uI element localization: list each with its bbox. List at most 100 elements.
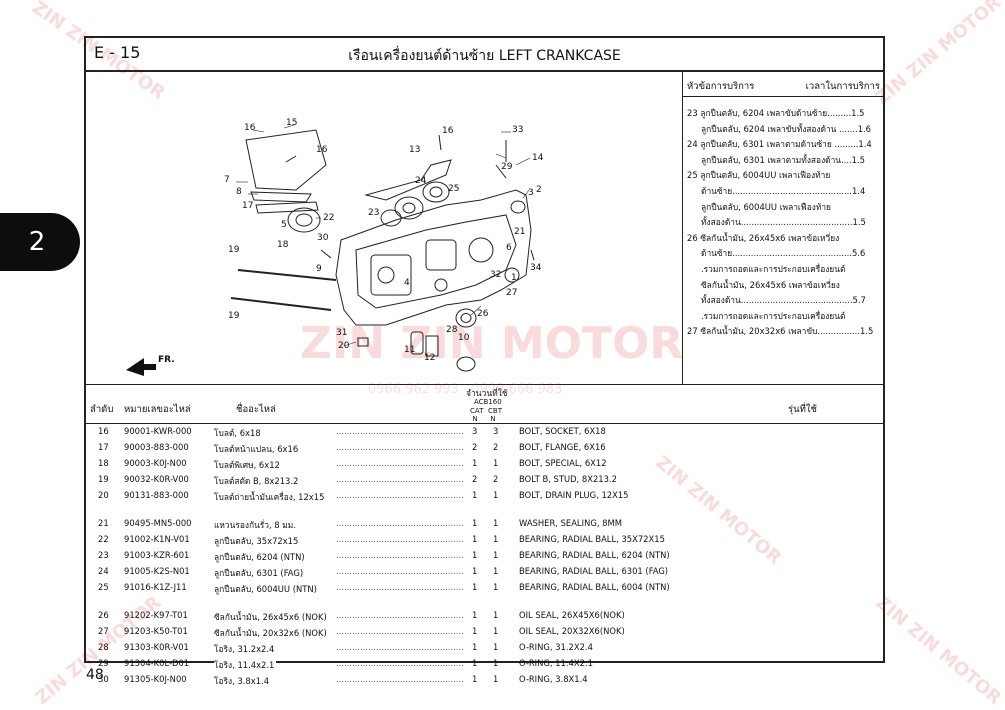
- part-number-index: 30: [98, 674, 109, 684]
- service-line: ทั้งสองด้าน.............................…: [701, 295, 866, 306]
- callout-34: 34: [530, 263, 542, 273]
- part-number: 91303-K0R-V01: [124, 642, 189, 652]
- catalog-frame: E - 15 เรือนเครื่องยนต์ด้านซ้าย LEFT CRA…: [84, 36, 885, 688]
- part-name-thai: ลูกปืนตลับ, 6301 (FAG): [214, 566, 306, 580]
- left-crankcase-body: [335, 189, 532, 326]
- part-number-index: 28: [98, 642, 109, 652]
- cover-strip-2: [255, 201, 319, 214]
- qty-cbt: 1: [493, 534, 499, 544]
- service-header-item: หัวข้อการบริการ: [687, 81, 755, 92]
- dot-leader: ........................................…: [336, 550, 464, 560]
- service-list: 23 ลูกปืนตลับ, 6204 เพลาขับด้านซ้าย.....…: [687, 106, 880, 340]
- part-number: 91005-K2S-N01: [124, 566, 190, 576]
- callout-2: 2: [536, 185, 542, 195]
- qty-cbt: 1: [493, 642, 499, 652]
- callout-13: 13: [409, 145, 420, 155]
- part-number-index: 27: [98, 626, 109, 636]
- part-name-thai: โอริง, 3.8x1.4: [214, 674, 272, 688]
- qty-cbt: 1: [493, 518, 499, 528]
- col-name-th: ชื่ออะไหล่: [236, 404, 276, 415]
- watermark-brand-bottom-right: ZIN ZIN MOTOR: [871, 592, 1005, 709]
- part-name-thai: ซีลกันน้ำมัน, 26x45x6 (NOK): [214, 610, 329, 624]
- service-line: 26 ซีลกันน้ำมัน, 26x45x6 เพลาข้อเหวี่ยง: [687, 232, 840, 243]
- oil-seal-26: [455, 308, 477, 328]
- filter-screen: [410, 331, 424, 355]
- callout-27: 27: [506, 288, 517, 298]
- dot-leader: ........................................…: [336, 566, 464, 576]
- dot-leader: ........................................…: [336, 674, 464, 684]
- part-number: 90032-K0R-V00: [124, 474, 189, 484]
- qty-cbt: 1: [493, 458, 499, 468]
- dot-leader: ........................................…: [336, 658, 464, 668]
- callout-16: 16: [316, 145, 328, 155]
- part-number: 91016-K1Z-J11: [124, 582, 187, 592]
- qty-cat: 1: [472, 642, 478, 652]
- qty-cat: 1: [472, 658, 478, 668]
- part-number-index: 19: [98, 474, 109, 484]
- callout-15: 15: [286, 118, 297, 128]
- qty-cbt: 1: [493, 658, 499, 668]
- callout-26: 26: [477, 309, 489, 319]
- page-number: 48: [86, 667, 104, 683]
- qty-cbt: 1: [493, 674, 499, 684]
- chapter-tab: 2: [0, 213, 80, 271]
- part-name-english: BOLT, FLANGE, 6X16: [519, 442, 606, 452]
- callout-7: 7: [224, 175, 230, 185]
- callout-11: 11: [404, 345, 415, 355]
- service-line: 24 ลูกปืนตลับ, 6301 เพลาตามด้านซ้าย ....…: [687, 139, 872, 150]
- qty-cat: 1: [472, 582, 478, 592]
- qty-cbt: 2: [493, 442, 499, 452]
- qty-cat: 1: [472, 626, 478, 636]
- callout-28: 28: [446, 325, 458, 335]
- dot-leader: ........................................…: [336, 610, 464, 620]
- part-number-index: 23: [98, 550, 109, 560]
- part-number-index: 29: [98, 658, 109, 668]
- qty-cat: 1: [472, 490, 478, 500]
- service-line: .รวมการถอดและการประกอบเครื่องยนต์: [701, 310, 846, 321]
- qty-cbt: 2: [493, 474, 499, 484]
- qty-cat: 1: [472, 550, 478, 560]
- part-number-index: 22: [98, 534, 109, 544]
- col-part-no: หมายเลขอะไหล่: [124, 404, 191, 415]
- callout-8: 8: [236, 187, 242, 197]
- dot-leader: ........................................…: [336, 582, 464, 592]
- part-number: 91305-K0J-N00: [124, 674, 187, 684]
- part-name-english: O-RING, 11.4X2.1: [519, 658, 593, 668]
- part-name-english: BEARING, RADIAL BALL, 6301 (FAG): [519, 566, 669, 576]
- service-line: 25 ลูกปืนตลับ, 6004UU เพลาเฟืองท้าย: [687, 170, 831, 181]
- service-line: ลูกปืนตลับ, 6004UU เพลาเฟืองท้าย: [701, 201, 831, 212]
- part-name-thai: ลูกปืนตลับ, 6004UU (NTN): [214, 582, 319, 596]
- part-number-index: 21: [98, 518, 109, 528]
- cover-strip: [250, 191, 312, 203]
- qty-cat: 1: [472, 458, 478, 468]
- cover-plate: [245, 129, 327, 191]
- callout-18: 18: [277, 240, 289, 250]
- part-number: 91304-K0L-D01: [124, 658, 190, 668]
- bearing-24: [394, 196, 424, 220]
- qty-cat: 1: [472, 566, 478, 576]
- spring: [425, 335, 439, 357]
- callout-3: 3: [528, 188, 534, 198]
- callout-5: 5: [281, 220, 287, 230]
- qty-cbt: 1: [493, 582, 499, 592]
- callout-4: 4: [404, 278, 410, 288]
- service-line: ลูกปืนตลับ, 6204 เพลาขับทั้งสองด้าน ....…: [701, 123, 872, 134]
- part-name-english: BOLT, SOCKET, 6X18: [519, 426, 606, 436]
- qty-cat: 1: [472, 674, 478, 684]
- callout-22: 22: [323, 213, 334, 223]
- dot-leader: ........................................…: [336, 518, 464, 528]
- part-name-english: O-RING, 31.2X2.4: [519, 642, 593, 652]
- callout-20: 20: [338, 341, 350, 351]
- watermark-phone: 0966 962 993 · 0999 666 983: [368, 382, 563, 397]
- qty-cbt: 1: [493, 550, 499, 560]
- callout-12: 12: [424, 353, 435, 363]
- callout-10: 10: [458, 333, 470, 343]
